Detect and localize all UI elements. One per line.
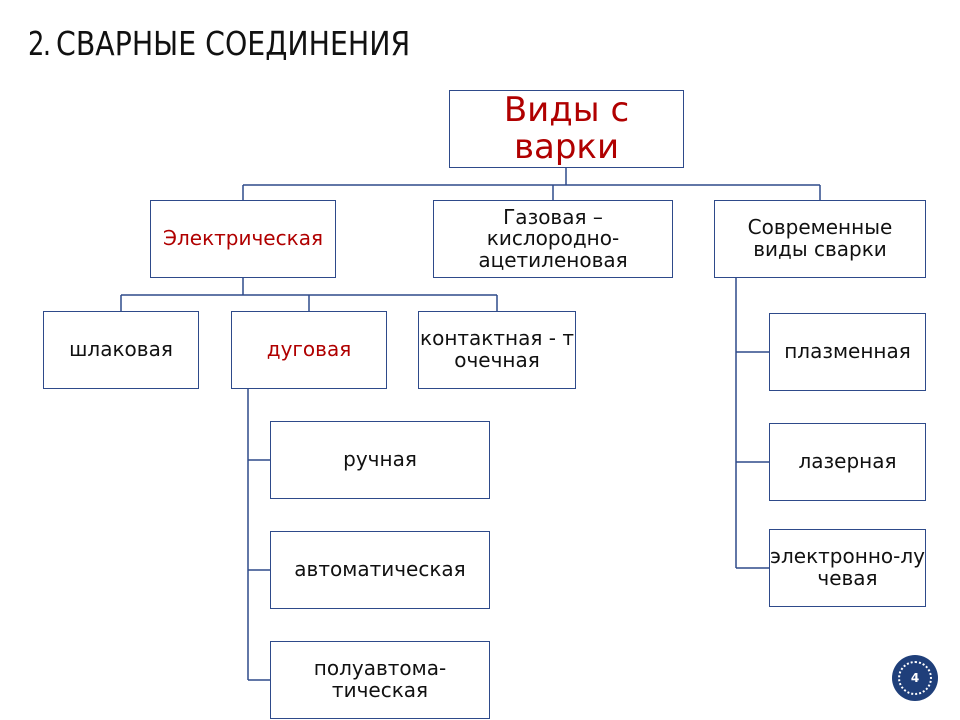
- node-manual: ручная: [270, 421, 490, 499]
- title-number: 2.: [28, 24, 51, 63]
- node-slag: шлаковая: [43, 311, 199, 389]
- node-semiautomatic: полуавтома-тическая: [270, 641, 490, 719]
- slide-title: 2. СВАРНЫЕ СОЕДИНЕНИЯ: [28, 24, 468, 70]
- node-welding-types: Виды сварки: [449, 90, 684, 168]
- page-number: 4: [898, 661, 932, 695]
- node-laser: лазерная: [769, 423, 926, 501]
- node-electron-beam: электронно-лучевая: [769, 529, 926, 607]
- page-number-badge: 4: [892, 655, 938, 701]
- node-plasma: плазменная: [769, 313, 926, 391]
- node-arc: дуговая: [231, 311, 387, 389]
- node-automatic: автоматическая: [270, 531, 490, 609]
- node-modern: Современные виды сварки: [714, 200, 926, 278]
- title-text: СВАРНЫЕ СОЕДИНЕНИЯ: [56, 24, 411, 63]
- node-gas: Газовая – кислородно-ацетиленовая: [433, 200, 673, 278]
- node-contact: контактная - точечная: [418, 311, 576, 389]
- node-electric: Электрическая: [150, 200, 336, 278]
